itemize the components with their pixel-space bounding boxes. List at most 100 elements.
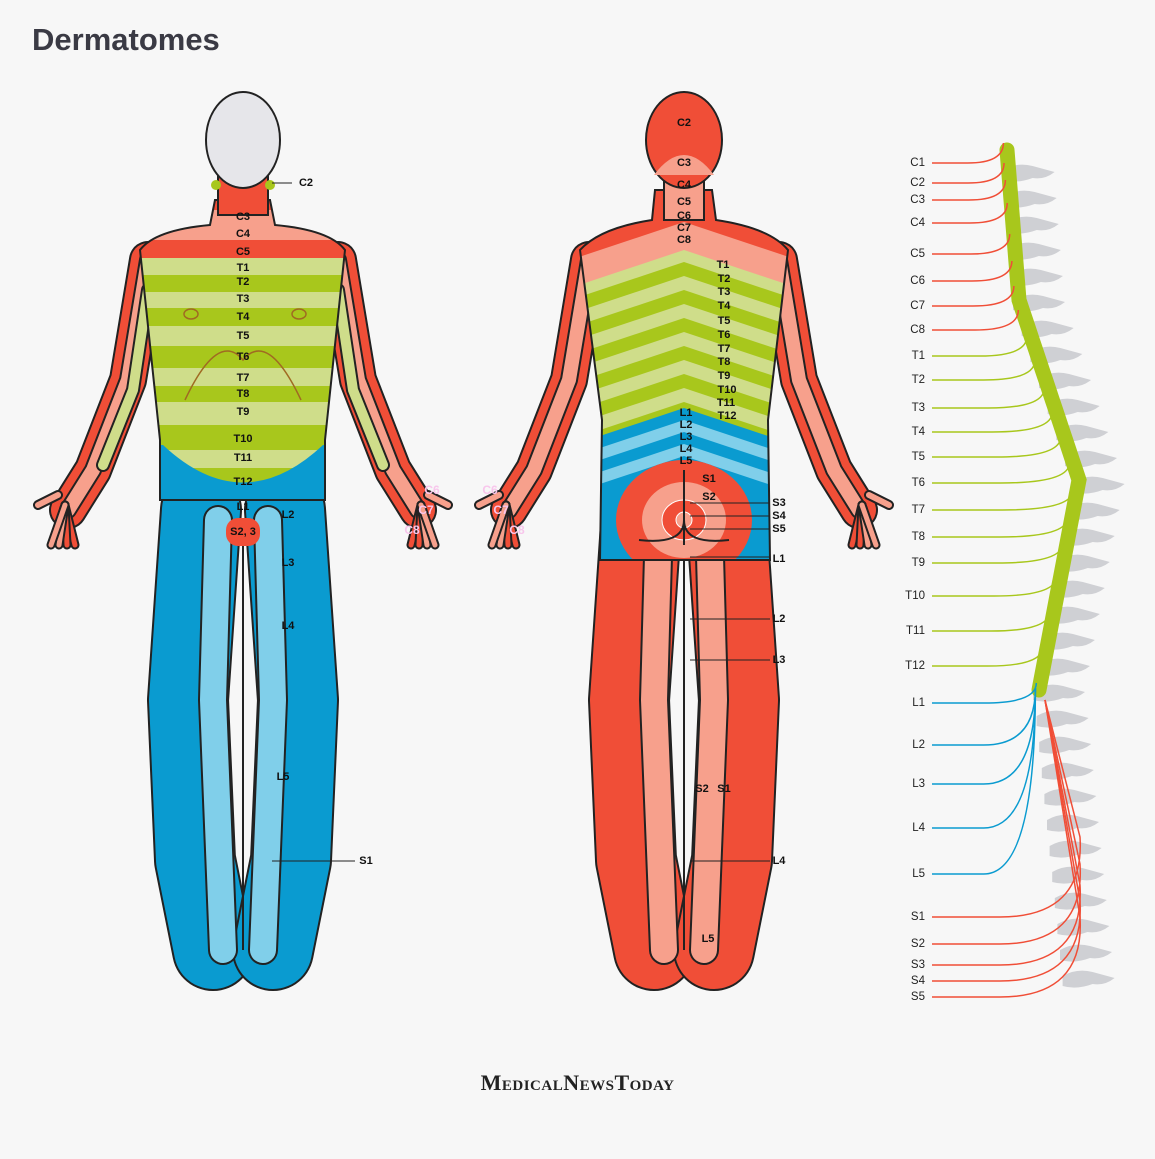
nerve-t9 [932,542,1064,564]
nerve-t7 [932,489,1074,511]
front-label-t5: T5 [237,330,250,342]
back-label-s3: S3 [772,497,785,509]
nerve-t6 [932,462,1071,484]
spine-label-t11: T11 [906,625,925,637]
thumb [425,492,451,508]
front-label-t4: T4 [237,311,251,323]
back-label-s5: S5 [772,523,785,535]
vertebra [1060,944,1112,962]
back-label-t4: T4 [718,300,732,312]
vertebra [1039,736,1092,754]
back-label-c4: C4 [677,179,692,191]
back-label-l4: L4 [680,443,694,455]
torso-outline [138,199,347,501]
spine-label-l3: L3 [912,778,925,790]
right-nipple [291,308,307,320]
nerve-l5 [932,687,1037,875]
left-leg [590,471,693,989]
finger [489,502,509,548]
nerve-c4 [932,202,1008,224]
vertebra [1062,970,1115,988]
back-label-l5: L5 [680,455,693,467]
left-leg [149,471,252,989]
vertebra [1057,918,1110,936]
nerve-t12 [932,645,1045,667]
spine-label-c3: C3 [910,194,925,206]
front-label-t8: T8 [237,388,250,400]
back-label-t3: T3 [718,286,731,298]
spine-label-t6: T6 [912,477,925,489]
front-label-t11: T11 [234,452,252,464]
front-label-t2: T2 [237,276,250,288]
back-label-l2: L2 [680,419,693,431]
front-label-t12: T12 [234,476,253,488]
left-arm-t1 [98,285,153,470]
lumbar-band [140,445,345,500]
right-leg [675,471,778,989]
back-label-l3: L3 [773,654,786,666]
nerve-l2 [932,687,1037,746]
right-leg-band [691,507,727,963]
nerve-t11 [932,610,1051,632]
back-label-t11: T11 [717,397,735,409]
back-label-t8: T8 [718,356,731,368]
front-label-c8: C8 [404,523,420,537]
back-label-l5: L5 [702,933,715,945]
back-label-t2: T2 [718,273,731,285]
spinal-cord-diagram: C1C2C3C4C5C6C7C8T1T2T3T4T5T6T7T8T9T10T11… [905,142,1125,1003]
finger [48,502,68,548]
nerve-t2 [932,359,1036,381]
thumb [866,492,892,508]
back-label-l1: L1 [680,407,693,419]
thumb [35,492,61,508]
nerve-s4 [932,699,1081,982]
spine-label-s1: S1 [911,911,925,923]
front-label-t1: T1 [237,262,250,274]
nerve-c7 [932,285,1015,307]
spinal-cord [999,142,1087,698]
front-label-c3: C3 [236,211,250,223]
spine-label-t10: T10 [905,590,925,602]
front-label-c6: C6 [424,483,440,497]
nerve-t10 [932,575,1058,597]
back-body-figure [474,91,894,991]
vertebra [1041,762,1094,780]
front-label-l5: L5 [277,771,290,783]
nerve-t3 [932,387,1046,409]
right-arm-band [772,253,866,517]
spine-label-t12: T12 [905,660,925,672]
nerve-c8 [932,309,1020,331]
page-title: Dermatomes [32,22,220,57]
c3-region [654,155,714,175]
genital-region [226,518,260,546]
nerve-t8 [932,516,1069,538]
vertebra [1047,814,1099,832]
spine-label-t9: T9 [912,557,925,569]
nerve-t5 [932,436,1062,458]
back-label-s1: S1 [717,783,730,795]
back-label-t1: T1 [717,259,730,271]
spine-label-l1: L1 [912,697,925,709]
front-label-l1: L1 [237,501,250,513]
spine-label-t5: T5 [912,451,925,463]
nerve-c5 [932,233,1011,255]
spine-label-c8: C8 [910,324,925,336]
finger [418,502,438,548]
front-label-l3: L3 [282,557,295,569]
nerve-c3 [932,179,1007,201]
torso-outline [578,189,790,561]
back-label-s2: S2 [702,491,715,503]
spine-label-l2: L2 [912,739,925,751]
nerve-s3 [932,699,1081,966]
right-arm-t1 [333,285,388,470]
nerve-s1 [932,699,1081,918]
spine-label-s3: S3 [911,959,925,971]
front-label-t6: T6 [237,351,250,363]
back-label-t12: T12 [718,410,737,422]
back-label-s4: S4 [772,510,786,522]
spine-label-c2: C2 [910,177,925,189]
torso-bands [580,190,788,560]
left-leg-band [641,507,677,963]
